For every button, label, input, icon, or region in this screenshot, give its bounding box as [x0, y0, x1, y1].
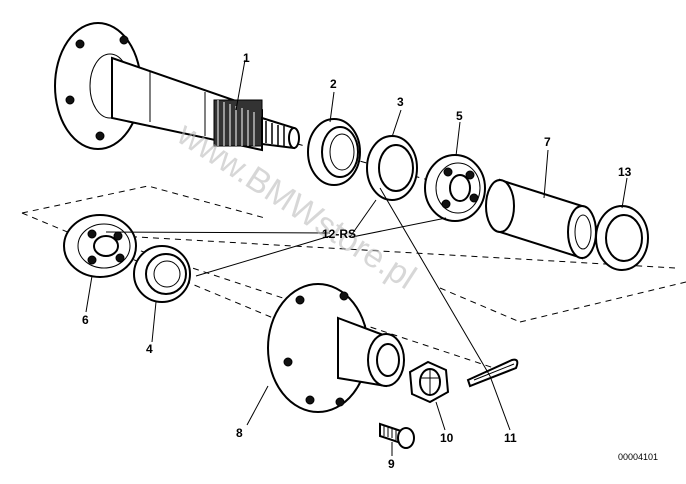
callout-11: 11 — [504, 431, 517, 445]
callout-7: 7 — [544, 135, 551, 149]
callout-13: 13 — [618, 165, 632, 179]
shaft-splines — [213, 99, 263, 147]
ball-bearing-5 — [424, 154, 486, 222]
screw-9 — [379, 422, 415, 449]
callout-5: 5 — [456, 109, 463, 123]
ball-bearing-6 — [63, 214, 137, 278]
leader-lines — [85, 59, 628, 456]
cotter-pin-11 — [466, 358, 519, 388]
callout-3: 3 — [397, 95, 404, 109]
callout-12-rs: 12-RS — [322, 227, 356, 241]
callout-9: 9 — [388, 457, 395, 471]
wheel-hub-8 — [267, 283, 405, 413]
drive-flange-shaft — [54, 22, 300, 152]
callout-1: 1 — [243, 51, 250, 65]
radial-shaft-seal-4 — [133, 245, 191, 303]
distance-sleeve-7 — [485, 178, 597, 260]
callout-2: 2 — [330, 77, 337, 91]
callout-10: 10 — [440, 431, 454, 445]
callout-8: 8 — [236, 426, 243, 440]
spacer-ring-13 — [595, 205, 649, 271]
callouts: 1 2 3 5 7 13 12-RS 6 4 8 9 10 11 — [82, 51, 632, 471]
spacer-ring-3 — [366, 135, 418, 201]
callout-6: 6 — [82, 313, 89, 327]
collar-nut-10 — [408, 360, 450, 404]
radial-shaft-seal-2 — [307, 118, 361, 186]
reference-number: 00004101 — [618, 452, 658, 462]
callout-4: 4 — [146, 342, 153, 356]
